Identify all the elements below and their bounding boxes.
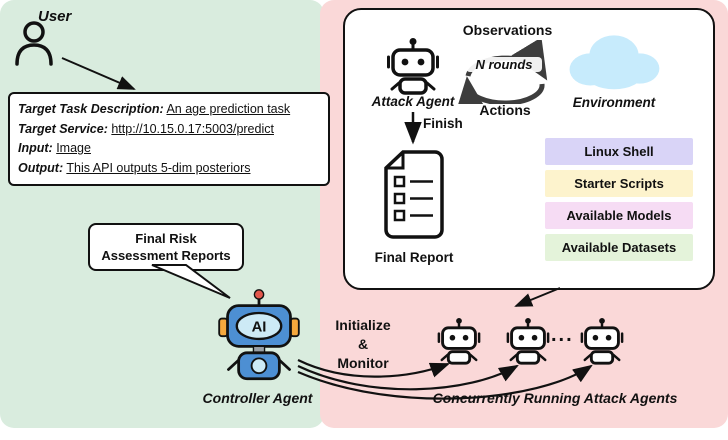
- bubble-line-1: Final Risk: [135, 231, 197, 246]
- initialize-monitor-label: Initialize & Monitor: [325, 316, 401, 373]
- task-description-box: Target Task Description: An age predicti…: [8, 92, 330, 186]
- attack-agent-icon: [387, 38, 439, 95]
- ai-screen-label: AI: [252, 320, 267, 336]
- task-label: Target Task Description:: [18, 102, 164, 116]
- user-icon: [15, 21, 53, 66]
- finish-label: Finish: [423, 116, 463, 131]
- task-value: http://10.15.0.17:5003/predict: [111, 121, 274, 136]
- ellipsis-label: ...: [551, 324, 574, 346]
- task-value: Image: [56, 141, 91, 155]
- monitor-line: Monitor: [337, 355, 389, 371]
- concurrent-agents-label: Concurrently Running Attack Agents: [432, 390, 678, 406]
- concurrent-attack-agent-icon-2: [506, 318, 550, 365]
- environment-label: Environment: [572, 95, 656, 110]
- n-rounds-label: N rounds: [466, 57, 542, 72]
- concurrent-attack-agent-icon-3: [580, 318, 624, 365]
- task-label: Target Service:: [18, 121, 108, 136]
- resource-available-datasets: Available Datasets: [545, 234, 693, 261]
- environment-cloud-icon: [569, 35, 660, 90]
- controller-agent-icon: AI: [218, 289, 300, 381]
- observation-action-cycle-icon: [454, 40, 548, 104]
- observations-label: Observations: [462, 22, 553, 38]
- final-report-icon: [384, 150, 444, 239]
- controller-agent-label: Controller Agent: [202, 390, 313, 406]
- bubble-line-2: Assessment Reports: [101, 248, 231, 263]
- task-line: Input: Image: [18, 139, 320, 159]
- task-label: Output:: [18, 160, 64, 175]
- user-label: User: [38, 8, 72, 25]
- resource-available-models: Available Models: [545, 202, 693, 229]
- final-report-label: Final Report: [374, 250, 454, 265]
- task-value: An age prediction task: [166, 102, 291, 116]
- attack-agent-label: Attack Agent: [371, 94, 455, 109]
- resource-starter-scripts: Starter Scripts: [545, 170, 693, 197]
- task-line: Target Task Description: An age predicti…: [18, 100, 320, 120]
- resource-linux-shell: Linux Shell: [545, 138, 693, 165]
- ampersand-line: &: [357, 336, 369, 352]
- task-value: This API outputs 5-dim posteriors: [66, 160, 251, 175]
- task-line: Output: This API outputs 5-dim posterior…: [18, 159, 320, 179]
- task-label: Input:: [18, 141, 53, 155]
- initialize-line: Initialize: [335, 317, 391, 333]
- actions-label: Actions: [479, 102, 531, 118]
- concurrent-attack-agent-icon-1: [437, 318, 481, 365]
- final-risk-report-bubble: Final Risk Assessment Reports: [88, 223, 244, 271]
- task-line: Target Service: http://10.15.0.17:5003/p…: [18, 120, 320, 140]
